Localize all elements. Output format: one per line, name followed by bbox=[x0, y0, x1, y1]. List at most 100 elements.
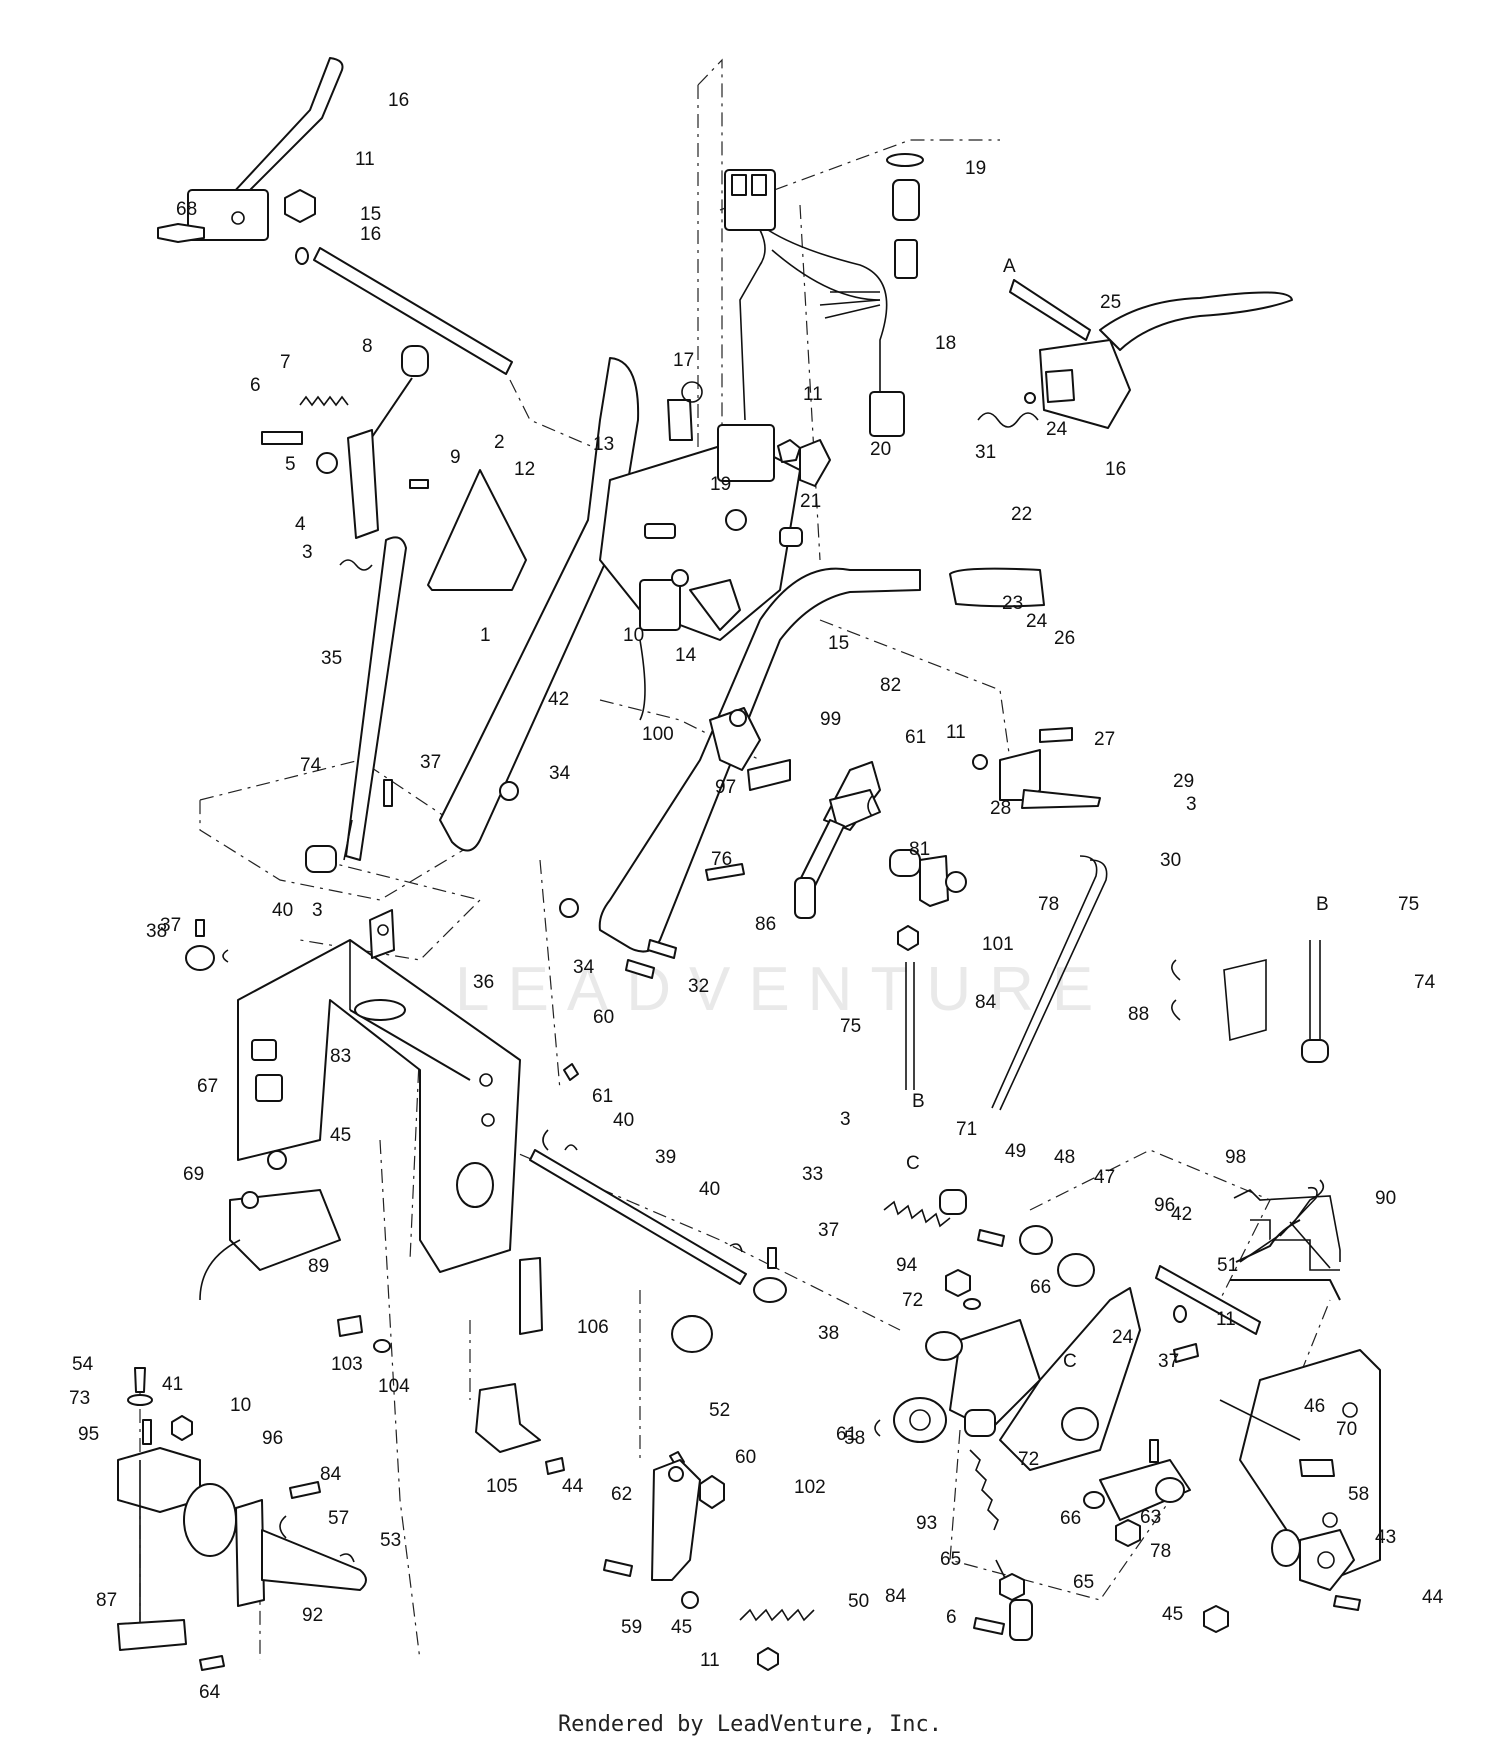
part-callout-78: 78 bbox=[1038, 894, 1059, 915]
part-callout-37: 37 bbox=[1158, 1351, 1179, 1372]
part-callout-22: 22 bbox=[1011, 504, 1032, 525]
part-callout-68: 68 bbox=[176, 199, 197, 220]
part-callout-74: 74 bbox=[300, 755, 322, 776]
part-callout-18: 18 bbox=[935, 333, 956, 354]
part-callout-35: 35 bbox=[321, 648, 342, 669]
part-callout-71: 71 bbox=[956, 1119, 977, 1140]
part-callout-11: 11 bbox=[946, 722, 966, 743]
part-callout-40: 40 bbox=[699, 1179, 720, 1200]
part-callout-53: 53 bbox=[380, 1530, 401, 1551]
part-callout-16: 16 bbox=[360, 224, 381, 245]
part-callout-60: 60 bbox=[593, 1007, 614, 1028]
part-callout-105: 105 bbox=[486, 1476, 518, 1497]
part-callout-39: 39 bbox=[655, 1147, 676, 1168]
part-callout-40: 40 bbox=[613, 1110, 634, 1131]
part-callout-63: 63 bbox=[1140, 1507, 1161, 1528]
part-callout-61: 61 bbox=[905, 727, 926, 748]
part-callout-27: 27 bbox=[1094, 729, 1115, 750]
part-callout-62: 62 bbox=[611, 1484, 632, 1505]
part-callout-50: 50 bbox=[848, 1591, 869, 1612]
part-callout-97: 97 bbox=[715, 777, 736, 798]
part-callout-102: 102 bbox=[794, 1477, 826, 1498]
part-callout-6: 6 bbox=[946, 1607, 957, 1628]
watermark: LEADVENTURE bbox=[455, 955, 1111, 1024]
part-callout-54: 54 bbox=[72, 1354, 94, 1375]
part-callout-37: 37 bbox=[160, 915, 181, 936]
part-callout-32: 32 bbox=[688, 976, 709, 997]
part-callout-106: 106 bbox=[577, 1317, 609, 1338]
part-callout-41: 41 bbox=[162, 1374, 183, 1395]
part-callout-65: 65 bbox=[940, 1549, 961, 1570]
part-callout-5: 5 bbox=[285, 454, 296, 475]
render-credit: Rendered by LeadVenture, Inc. bbox=[557, 1712, 943, 1737]
part-callout-1: 1 bbox=[480, 625, 491, 646]
part-callout-95: 95 bbox=[78, 1424, 99, 1445]
part-callout-92: 92 bbox=[302, 1605, 323, 1626]
shaft-39 bbox=[519, 1144, 787, 1349]
part-callout-51: 51 bbox=[1217, 1255, 1238, 1276]
handlebar-frame bbox=[439, 357, 921, 953]
part-callout-75: 75 bbox=[1398, 894, 1419, 915]
part-callout-C: C bbox=[1063, 1351, 1077, 1372]
part-callout-24: 24 bbox=[1046, 419, 1068, 440]
part-callout-98: 98 bbox=[1225, 1147, 1246, 1168]
part-callout-6: 6 bbox=[250, 375, 261, 396]
part-callout-43: 43 bbox=[1375, 1527, 1396, 1548]
part-callout-11: 11 bbox=[1216, 1309, 1236, 1330]
part-callout-8: 8 bbox=[362, 336, 373, 357]
part-callout-86: 86 bbox=[755, 914, 776, 935]
part-callout-66: 66 bbox=[1030, 1277, 1051, 1298]
part-callout-88: 88 bbox=[1128, 1004, 1149, 1025]
part-callout-94: 94 bbox=[896, 1255, 918, 1276]
part-callout-69: 69 bbox=[183, 1164, 204, 1185]
part-callout-47: 47 bbox=[1094, 1167, 1115, 1188]
part-callout-15: 15 bbox=[828, 633, 849, 654]
part-callout-25: 25 bbox=[1100, 292, 1121, 313]
part-callout-10: 10 bbox=[230, 1395, 251, 1416]
part-callout-C: C bbox=[906, 1153, 920, 1174]
part-callout-61: 61 bbox=[836, 1424, 857, 1445]
part-callout-45: 45 bbox=[671, 1617, 692, 1638]
part-callout-87: 87 bbox=[96, 1590, 117, 1611]
part-callout-16: 16 bbox=[388, 90, 409, 111]
part-callout-48: 48 bbox=[1054, 1147, 1075, 1168]
part-callout-70: 70 bbox=[1336, 1419, 1357, 1440]
part-callout-81: 81 bbox=[909, 839, 930, 860]
part-callout-52: 52 bbox=[709, 1400, 730, 1421]
part-callout-23: 23 bbox=[1002, 593, 1023, 614]
part-callout-42: 42 bbox=[548, 689, 569, 710]
part-callout-61: 61 bbox=[592, 1086, 613, 1107]
part-callout-104: 104 bbox=[378, 1376, 410, 1397]
part-callout-28: 28 bbox=[990, 798, 1011, 819]
part-callout-83: 83 bbox=[330, 1046, 351, 1067]
part-callout-72: 72 bbox=[1018, 1449, 1039, 1470]
part-callout-78: 78 bbox=[1150, 1541, 1171, 1562]
part-callout-B: B bbox=[912, 1091, 925, 1112]
part-callout-19: 19 bbox=[710, 474, 731, 495]
part-callout-29: 29 bbox=[1173, 771, 1194, 792]
part-callout-11: 11 bbox=[700, 1650, 720, 1671]
part-callout-36: 36 bbox=[473, 972, 494, 993]
part-callout-42: 42 bbox=[1171, 1204, 1192, 1225]
part-callout-93: 93 bbox=[916, 1513, 937, 1534]
part-callout-45: 45 bbox=[330, 1125, 351, 1146]
part-callout-90: 90 bbox=[1375, 1188, 1396, 1209]
left-linkage-parts bbox=[261, 345, 527, 873]
part-callout-14: 14 bbox=[675, 645, 697, 666]
part-callout-84: 84 bbox=[885, 1586, 907, 1607]
part-callout-84: 84 bbox=[975, 992, 997, 1013]
part-callout-49: 49 bbox=[1005, 1141, 1026, 1162]
part-callout-82: 82 bbox=[880, 675, 901, 696]
part-callout-76: 76 bbox=[711, 849, 732, 870]
part-callout-2: 2 bbox=[494, 432, 505, 453]
part-callout-19: 19 bbox=[965, 158, 986, 179]
part-callout-30: 30 bbox=[1160, 850, 1181, 871]
part-callout-3: 3 bbox=[840, 1109, 851, 1130]
part-callout-37: 37 bbox=[818, 1220, 839, 1241]
part-callout-72: 72 bbox=[902, 1290, 923, 1311]
shift-lever-right bbox=[977, 279, 1293, 429]
part-callout-44: 44 bbox=[562, 1476, 584, 1497]
part-callout-60: 60 bbox=[735, 1447, 756, 1468]
part-callout-4: 4 bbox=[295, 514, 306, 535]
